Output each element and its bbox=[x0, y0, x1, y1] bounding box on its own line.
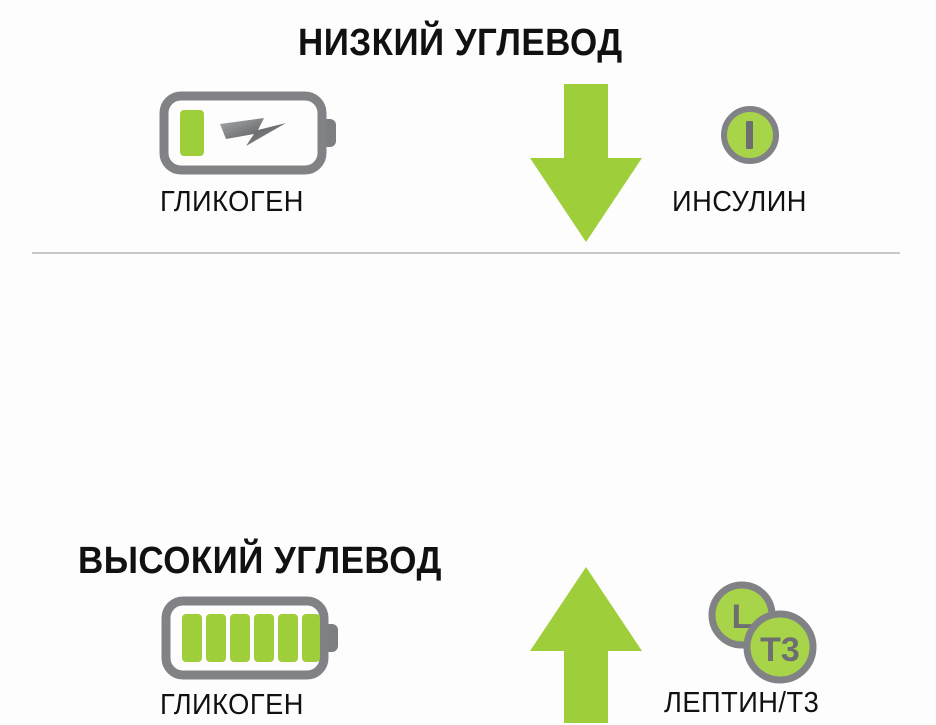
hormone-label-high: ЛЕПТИН/Т3 bbox=[664, 687, 820, 719]
arrow-up-icon bbox=[527, 565, 645, 725]
section-low-carb: НИЗКИЙ УГЛЕВОД bbox=[0, 0, 936, 255]
lightning-bolt-icon bbox=[220, 118, 286, 146]
battery-bars-full bbox=[182, 614, 320, 662]
heading-low-carb: НИЗКИЙ УГЛЕВОД bbox=[298, 22, 623, 64]
section-divider bbox=[32, 252, 900, 254]
hormone-badges-high: L T3 bbox=[700, 577, 824, 689]
battery-icon-high bbox=[161, 596, 344, 680]
battery-label-low: ГЛИКОГЕН bbox=[160, 186, 304, 218]
battery-label-high: ГЛИКОГЕН bbox=[160, 689, 304, 721]
svg-text:T3: T3 bbox=[760, 631, 800, 669]
t3-badge-icon: T3 bbox=[743, 610, 817, 684]
hormone-label-low: ИНСУЛИН bbox=[672, 186, 807, 218]
arrow-down-icon bbox=[527, 84, 645, 244]
insulin-badge-icon bbox=[721, 106, 779, 164]
heading-high-carb: ВЫСОКИЙ УГЛЕВОД bbox=[78, 540, 442, 582]
battery-icon-low bbox=[159, 91, 342, 175]
hormone-badges-low bbox=[718, 103, 782, 167]
section-high-carb: ВЫСОКИЙ УГЛЕВОД ГЛИКОГЕН bbox=[0, 255, 936, 723]
